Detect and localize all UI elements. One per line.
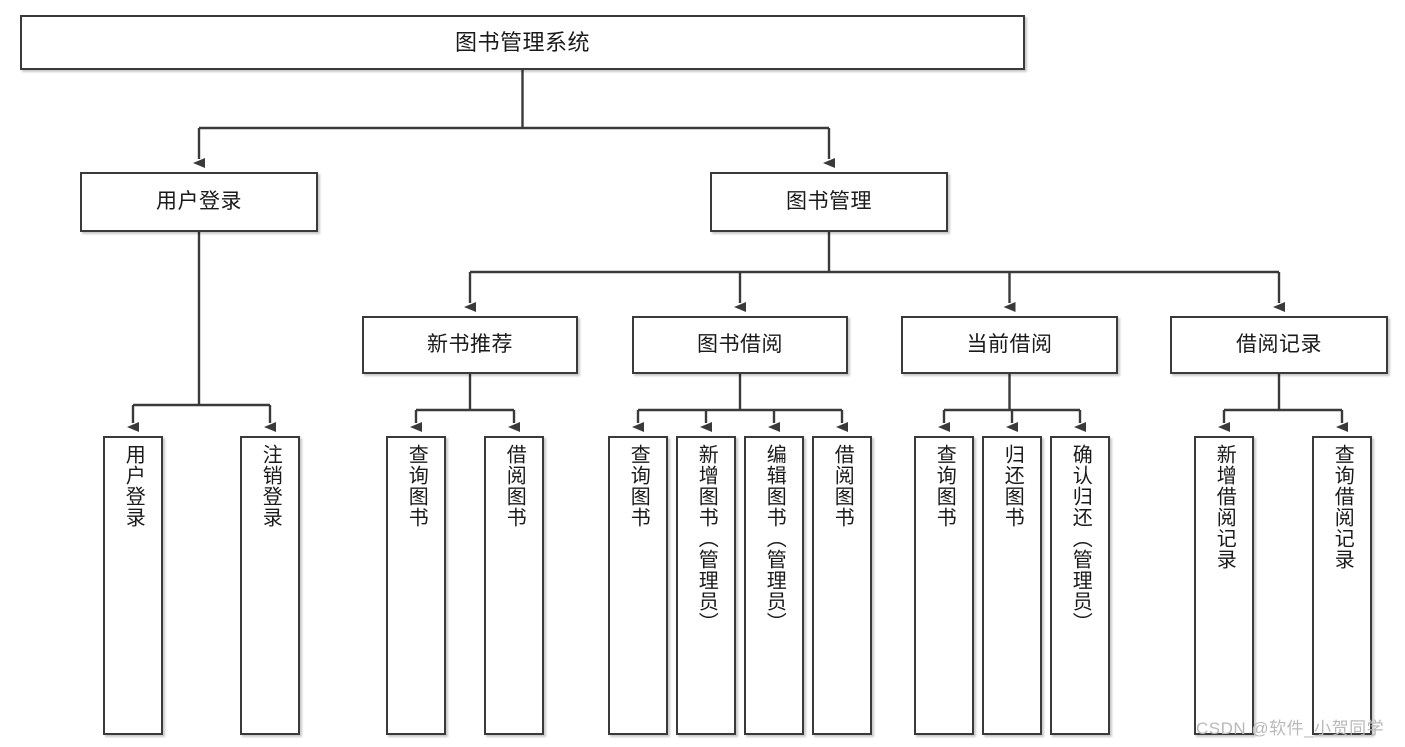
node-user_login-label: 用户登录: [156, 189, 242, 213]
node-new_book_rec-label: 新书推荐: [427, 332, 513, 356]
node-root-label: 图书管理系统: [454, 29, 590, 55]
node-borrow_record[interactable]: 借阅记录: [1170, 316, 1388, 374]
node-leaf_borrow_book_2[interactable]: 借阅图书: [812, 436, 872, 735]
node-leaf_borrow_book_2-label: 借阅图书: [831, 444, 854, 528]
node-book_borrow[interactable]: 图书借阅: [632, 316, 848, 374]
node-current_borrow[interactable]: 当前借阅: [901, 316, 1118, 374]
node-leaf_edit_book[interactable]: 编辑图书（管理员）: [744, 436, 804, 735]
node-book_borrow-label: 图书借阅: [697, 332, 783, 356]
node-leaf_query_record[interactable]: 查询借阅记录: [1312, 436, 1372, 735]
node-leaf_query_record-label: 查询借阅记录: [1331, 444, 1354, 570]
node-borrow_record-label: 借阅记录: [1236, 332, 1322, 356]
node-leaf_user_logout-label: 注销登录: [259, 444, 282, 528]
node-leaf_query_book_1-label: 查询图书: [405, 444, 428, 528]
node-leaf_user_login-label: 用户登录: [122, 444, 145, 528]
node-leaf_add_record-label: 新增借阅记录: [1213, 444, 1236, 570]
node-leaf_return_book[interactable]: 归还图书: [982, 436, 1042, 735]
node-leaf_add_book[interactable]: 新增图书（管理员）: [676, 436, 736, 735]
node-leaf_confirm_return[interactable]: 确认归还（管理员）: [1050, 436, 1110, 735]
node-leaf_query_book_2[interactable]: 查询图书: [608, 436, 668, 735]
node-leaf_confirm_return-label: 确认归还（管理员）: [1069, 444, 1092, 633]
node-leaf_user_login[interactable]: 用户登录: [103, 436, 163, 735]
node-book_manage[interactable]: 图书管理: [710, 172, 948, 232]
node-leaf_user_logout[interactable]: 注销登录: [240, 436, 300, 735]
node-leaf_return_book-label: 归还图书: [1001, 444, 1024, 528]
node-leaf_query_book_1[interactable]: 查询图书: [386, 436, 446, 735]
node-leaf_borrow_book_1[interactable]: 借阅图书: [484, 436, 544, 735]
node-root[interactable]: 图书管理系统: [20, 15, 1025, 70]
node-new_book_rec[interactable]: 新书推荐: [362, 316, 578, 374]
watermark: CSDN @软件_小贺同学: [1196, 719, 1385, 738]
node-leaf_query_book_2-label: 查询图书: [627, 444, 650, 528]
node-user_login[interactable]: 用户登录: [80, 172, 318, 232]
node-leaf_add_record[interactable]: 新增借阅记录: [1194, 436, 1254, 735]
node-book_manage-label: 图书管理: [786, 189, 872, 213]
node-leaf_add_book-label: 新增图书（管理员）: [695, 444, 718, 633]
node-leaf_borrow_book_1-label: 借阅图书: [503, 444, 526, 528]
node-leaf_edit_book-label: 编辑图书（管理员）: [763, 444, 786, 633]
node-leaf_query_book_3[interactable]: 查询图书: [914, 436, 974, 735]
node-current_borrow-label: 当前借阅: [966, 332, 1053, 356]
node-leaf_query_book_3-label: 查询图书: [933, 444, 956, 528]
